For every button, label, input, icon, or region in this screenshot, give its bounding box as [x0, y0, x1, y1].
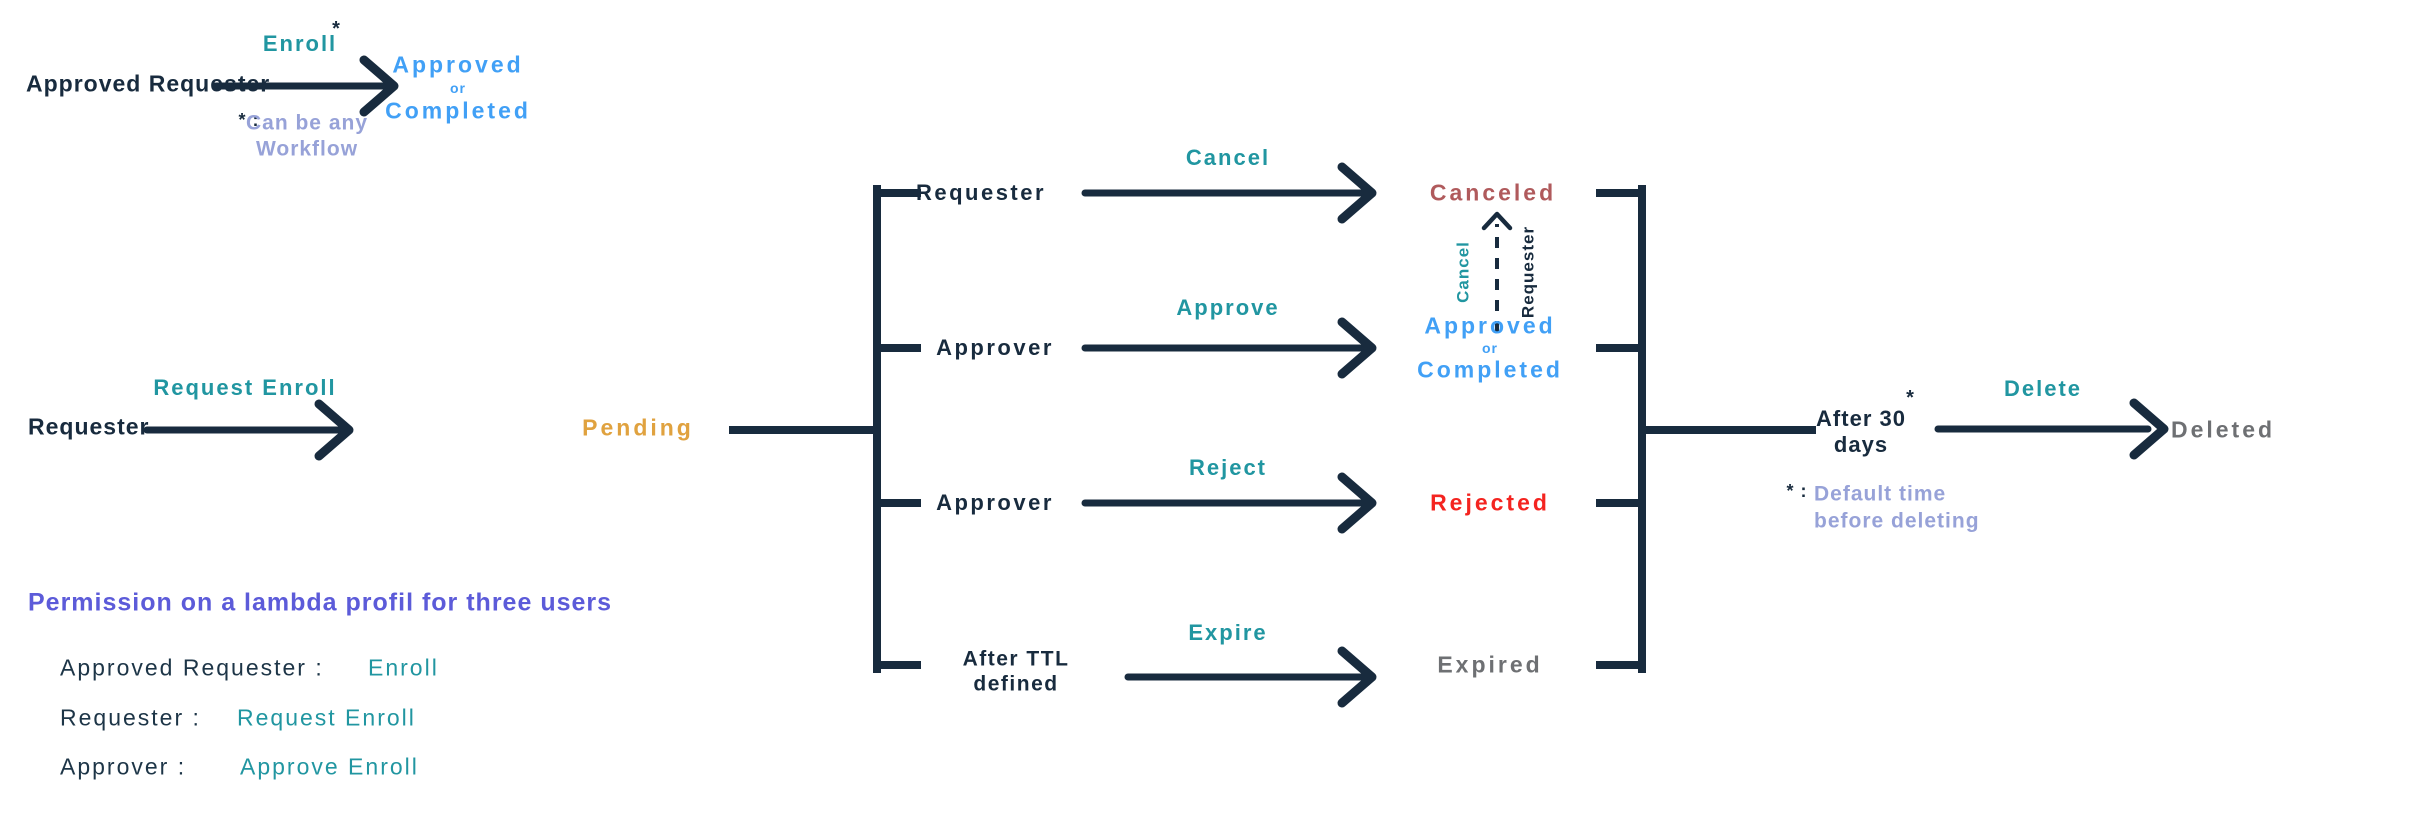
delete-note-line1: Default time — [1814, 482, 1947, 506]
rejected-state-label: Rejected — [1430, 489, 1550, 516]
branch-after-ttl-label-line2: defined — [973, 672, 1059, 696]
branch-approver-label-1: Approver — [936, 335, 1054, 360]
legend-role-approver: Approver : — [60, 753, 187, 780]
cancel-arrow-head — [1337, 162, 1377, 224]
request-enroll-action-label: Request Enroll — [153, 375, 337, 400]
enroll-asterisk: * — [332, 18, 340, 40]
after-30-condition-line2: days — [1833, 432, 1889, 457]
legend-permission-request-enroll: Request Enroll — [237, 704, 416, 731]
cancel-action-label: Cancel — [1185, 145, 1271, 170]
approve-arrow-head — [1337, 317, 1377, 379]
delete-action-label: Delete — [2003, 376, 2083, 401]
delete-note-line2: before deleting — [1814, 509, 1980, 533]
legend-permission-approve-enroll: Approve Enroll — [240, 753, 419, 780]
cancel-back-actor-label: Requester — [1518, 225, 1538, 319]
reject-action-label: Reject — [1188, 455, 1268, 480]
workflow-note-line2: Workflow — [255, 137, 359, 161]
enroll-action-label: Enroll — [262, 31, 338, 56]
legend-role-approved-requester: Approved Requester : — [60, 654, 324, 681]
top-approved-state-line2: Completed — [385, 97, 531, 124]
workflow-note-marker: * : — [238, 110, 260, 130]
branch-after-ttl-label-line1: After TTL — [962, 647, 1070, 671]
reject-arrow-head — [1337, 472, 1377, 534]
delete-note-marker: * : — [1786, 481, 1808, 501]
top-approved-state-or: or — [450, 80, 466, 96]
branch-approver-label-2: Approver — [936, 490, 1054, 515]
approved-state-or: or — [1482, 340, 1498, 356]
approve-action-label: Approve — [1176, 295, 1280, 320]
top-approved-state-line1: Approved — [392, 51, 524, 78]
workflow-note-line1: Can be any — [245, 111, 369, 135]
cancel-back-action-label: Cancel — [1453, 241, 1473, 303]
deleted-state-label: Deleted — [2170, 416, 2276, 443]
legend-title: Permission on a lambda profil for three … — [28, 588, 613, 617]
request-enroll-arrow-head — [314, 399, 354, 461]
requester-actor-label: Requester — [28, 413, 150, 440]
branch-requester-label: Requester — [915, 180, 1047, 205]
expire-arrow-head — [1337, 646, 1377, 708]
approved-state-line1: Approved — [1424, 312, 1556, 339]
enroll-arrow-head — [359, 55, 399, 117]
delete-arrow-head — [2129, 398, 2169, 460]
after-30-asterisk: * — [1906, 387, 1914, 409]
approved-state-line2: Completed — [1417, 356, 1563, 383]
cancel-back-arrow-head — [1481, 211, 1513, 231]
legend-permission-enroll: Enroll — [368, 654, 439, 681]
approved-requester-actor-label: Approved Requester — [26, 70, 271, 97]
canceled-state-label: Canceled — [1429, 179, 1557, 206]
after-30-condition-line1: After 30 — [1816, 406, 1906, 431]
pending-state-label: Pending — [582, 414, 694, 441]
legend-role-requester: Requester : — [60, 704, 201, 731]
expired-state-label: Expired — [1437, 651, 1543, 678]
expire-action-label: Expire — [1188, 620, 1268, 645]
